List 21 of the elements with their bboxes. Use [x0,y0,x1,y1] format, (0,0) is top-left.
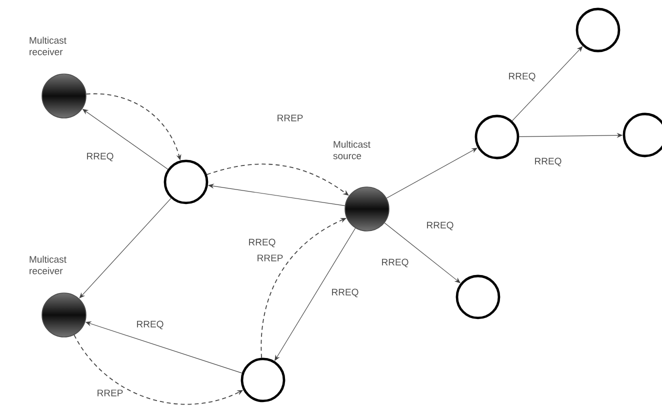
arrow [512,46,583,122]
node-heading: Multicast receiver [30,36,66,56]
edge-label: RREQ [330,288,360,298]
edge-label: RREQ [247,238,277,248]
edge-label: RREP [96,388,124,398]
arrow [79,198,172,298]
node-circle [474,114,520,160]
node-circle [164,160,208,204]
edge-label: RREQ [85,152,115,162]
edge-label: RREQ [507,72,537,82]
edge-label: RREQ [533,156,563,168]
node-circle [456,274,500,320]
edge-label: RREQ [380,258,410,268]
node-heading: Multicast receiver [30,256,66,274]
edge-label: RREQ [425,220,455,232]
edge-label: RREQ [135,320,165,330]
node-heading: Multicast source [333,140,370,160]
edge-label: RREP [256,254,284,262]
node-circle [240,358,286,402]
node-circle [576,8,620,52]
edge-label: RREP [276,114,304,122]
